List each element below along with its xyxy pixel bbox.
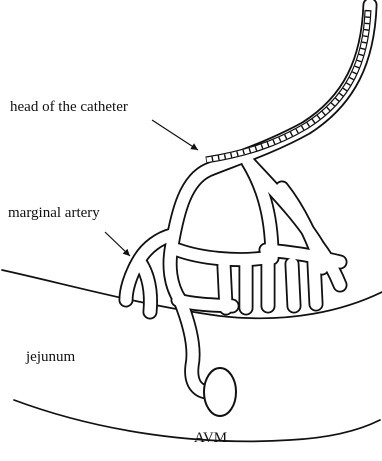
vessel-tree <box>126 5 370 392</box>
jejunum-label: jejunum <box>25 349 75 365</box>
marginal-artery-label: marginal artery <box>8 205 100 221</box>
avm-label: AVM <box>194 430 227 446</box>
marginal-artery-arrow <box>105 232 130 256</box>
catheter-head-arrow <box>152 120 198 150</box>
catheter-head-label: head of the catheter <box>10 99 128 115</box>
avm-nidus <box>204 368 236 416</box>
